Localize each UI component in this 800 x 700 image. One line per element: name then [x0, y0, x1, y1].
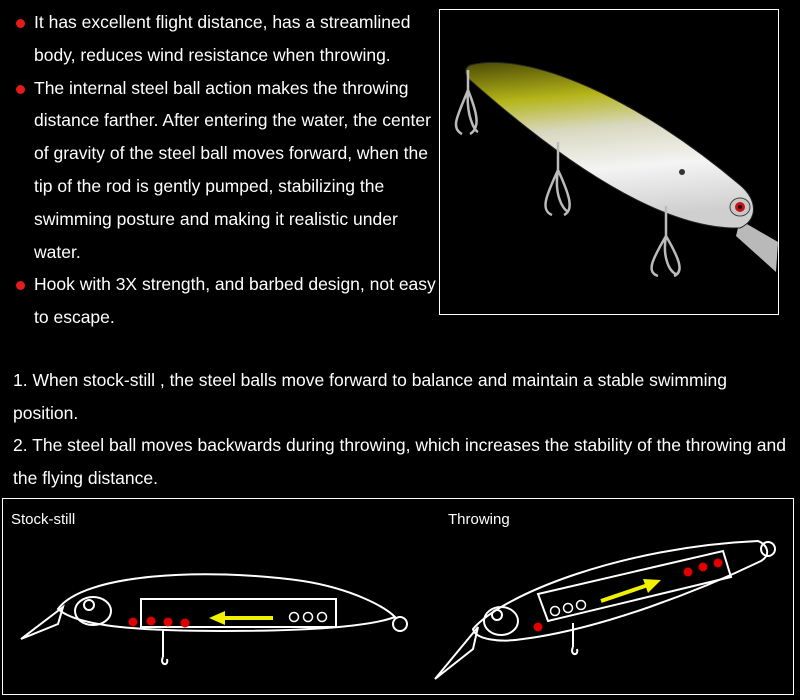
yellow-arrow-icon [209, 611, 273, 625]
red-dot-bullet-icon [16, 19, 25, 28]
lure-product-photo [439, 9, 779, 315]
stock-still-steel-balls [128, 611, 328, 628]
feature-list: It has excellent flight distance, has a … [14, 6, 439, 334]
lure-lip [736, 220, 778, 272]
treble-hook-icon [544, 142, 571, 217]
note-stock-still: 1. When stock-still , the steel balls mo… [13, 370, 727, 423]
steel-ball-diagram: Stock-still Throwing [2, 498, 794, 695]
throwing-steel-balls [533, 558, 723, 632]
treble-hook-icon [454, 70, 479, 136]
steel-ball-notes: 1. When stock-still , the steel balls mo… [13, 364, 788, 494]
feature-text: It has excellent flight distance, has a … [34, 12, 411, 65]
yellow-arrow-icon [600, 579, 661, 603]
feature-text: The internal steel ball action makes the… [34, 77, 431, 262]
stock-still-lure-outline [20, 573, 408, 665]
feature-item: The internal steel ball action makes the… [14, 72, 439, 269]
throwing-label: Throwing [448, 511, 510, 528]
feature-text: Hook with 3X strength, and barbed design… [34, 274, 436, 328]
red-dot-bullet-icon [16, 84, 25, 94]
feature-item: It has excellent flight distance, has a … [14, 6, 439, 72]
lure-body [465, 61, 754, 229]
treble-hook-icon [650, 206, 681, 278]
stock-still-label: Stock-still [11, 511, 76, 528]
feature-item: Hook with 3X strength, and barbed design… [14, 268, 439, 334]
note-throwing: 2. The steel ball moves backwards during… [13, 435, 786, 488]
red-dot-bullet-icon [16, 281, 25, 291]
throwing-lure-outline [434, 539, 776, 680]
